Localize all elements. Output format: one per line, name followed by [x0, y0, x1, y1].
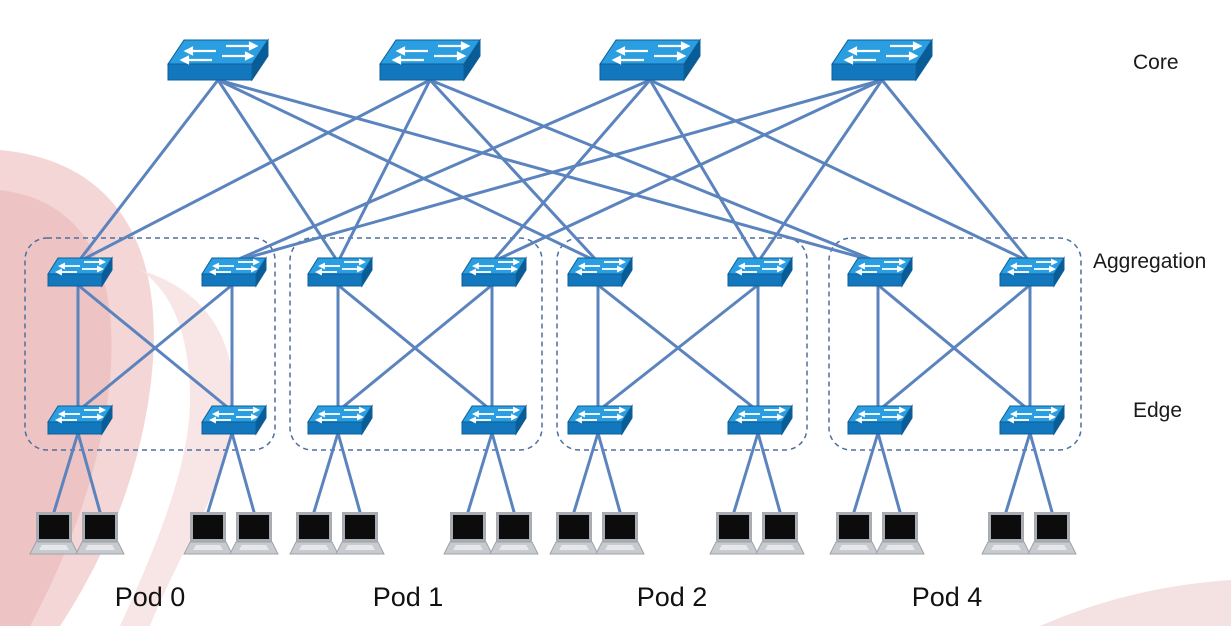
edge-switch [847, 405, 913, 435]
edge-host-link [76, 431, 102, 514]
edge-host-link [336, 431, 362, 514]
core-agg-link [490, 78, 652, 264]
edge-host-link [230, 431, 256, 514]
aggregation-switch [727, 257, 793, 287]
laptop-host [875, 511, 925, 555]
agg-edge-link [596, 283, 760, 413]
aggregation-tier-label: Aggregation [1093, 250, 1207, 273]
aggregation-switch [567, 257, 633, 287]
laptop-host [549, 511, 599, 555]
edge-host-link [1028, 431, 1054, 514]
laptop-host [229, 511, 279, 555]
edge-switch [567, 405, 633, 435]
aggregation-switch [461, 257, 527, 287]
agg-edge-link [76, 283, 234, 413]
laptop-host [595, 511, 645, 555]
core-agg-link [428, 78, 880, 264]
laptop-host [829, 511, 879, 555]
edge-switch [307, 405, 373, 435]
core-agg-link [428, 78, 600, 264]
laptop-host [1027, 511, 1077, 555]
laptop-host [489, 511, 539, 555]
pod-border-2 [556, 237, 808, 451]
aggregation-switch [999, 257, 1065, 287]
laptop-host [443, 511, 493, 555]
pod-label-3: Pod 4 [911, 582, 983, 612]
edge-host-link [312, 431, 340, 514]
aggregation-switch [847, 257, 913, 287]
core-switch-0 [166, 38, 270, 82]
aggregation-switch [307, 257, 373, 287]
core-agg-link [216, 78, 600, 264]
core-agg-link [490, 78, 884, 264]
laptop-host [29, 511, 79, 555]
agg-edge-link [336, 283, 494, 413]
core-agg-link [756, 78, 884, 264]
edge-host-link [572, 431, 600, 514]
pod-border-3 [828, 237, 1082, 451]
edge-host-link [1004, 431, 1032, 514]
laptop-host [183, 511, 233, 555]
edge-host-link [490, 431, 516, 514]
laptop-host [709, 511, 759, 555]
core-switch-3 [830, 38, 934, 82]
pod-label-1: Pod 1 [372, 582, 444, 612]
pod-label-0: Pod 0 [114, 582, 186, 612]
core-switch-1 [378, 38, 482, 82]
pod-border-1 [289, 237, 543, 451]
edge-host-link [206, 431, 234, 514]
edge-tier-label: Edge [1133, 399, 1183, 422]
core-agg-link [648, 78, 1032, 264]
core-agg-link [76, 78, 432, 264]
aggregation-switch [201, 257, 267, 287]
edge-switch [461, 405, 527, 435]
core-switch-2 [598, 38, 702, 82]
edge-host-link [596, 431, 622, 514]
laptop-host [289, 511, 339, 555]
laptop-host [75, 511, 125, 555]
edge-switch [47, 405, 113, 435]
edge-switch [727, 405, 793, 435]
core-tier-label: Core [1133, 51, 1179, 74]
core-agg-link [216, 78, 880, 264]
edge-switch [999, 405, 1065, 435]
aggregation-switch [47, 257, 113, 287]
laptop-host [335, 511, 385, 555]
core-agg-link [230, 78, 884, 264]
core-agg-link [230, 78, 652, 264]
edge-host-link [876, 431, 902, 514]
agg-edge-link [876, 283, 1032, 413]
laptop-host [981, 511, 1031, 555]
edge-host-link [732, 431, 760, 514]
core-agg-link [76, 78, 220, 264]
edge-switch [201, 405, 267, 435]
core-agg-link [648, 78, 760, 264]
core-agg-link [880, 78, 1032, 264]
pod-border-0 [24, 237, 276, 451]
core-agg-link [336, 78, 432, 264]
edge-host-link [756, 431, 782, 514]
laptop-host [755, 511, 805, 555]
edge-host-link [852, 431, 880, 514]
edge-host-link [466, 431, 494, 514]
core-agg-link [216, 78, 340, 264]
edge-host-link [52, 431, 80, 514]
pod-label-2: Pod 2 [636, 582, 708, 612]
